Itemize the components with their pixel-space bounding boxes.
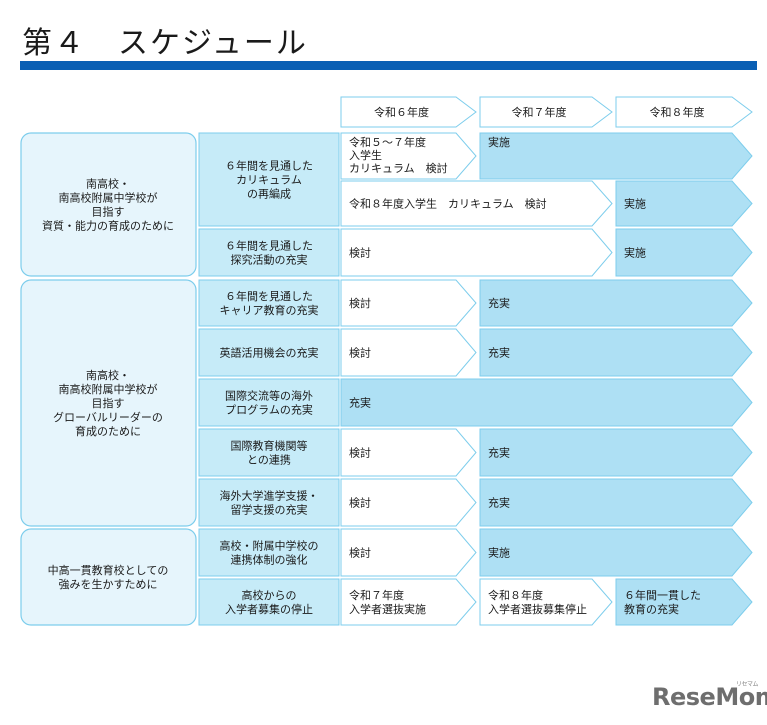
- initiative-label: 留学支援の充実: [231, 502, 308, 516]
- planning-bar: [340, 279, 477, 327]
- initiative-label: プログラムの充実: [225, 402, 313, 416]
- goal-group-label: 中高一貫教育校としての: [48, 563, 169, 577]
- goal-group-label: 南高校・: [86, 368, 130, 382]
- initiative-label: 高校・附属中学校の: [220, 538, 319, 552]
- goal-group-box: [20, 528, 197, 626]
- implementation-bar: [340, 378, 753, 427]
- planning-bar: [340, 428, 477, 477]
- planning-bar: [340, 528, 477, 577]
- initiative-label: キャリア教育の充実: [220, 303, 319, 317]
- implementation-bar: [479, 328, 753, 377]
- bar-label: カリキュラム 検討: [349, 161, 448, 175]
- initiative-box: [198, 132, 340, 227]
- planning-bar: [340, 578, 477, 626]
- year-header-label: 令和６年度: [374, 105, 429, 119]
- planning-bar: [340, 132, 477, 180]
- planning-bar: [340, 228, 613, 277]
- initiative-box: [198, 478, 340, 527]
- implementation-bar: [615, 578, 753, 626]
- bar-label: 充実: [488, 495, 510, 509]
- initiative-label: 探究活動の充実: [231, 252, 308, 266]
- goal-group-label: 目指す: [92, 204, 125, 218]
- bar-label: 検討: [349, 296, 371, 310]
- year-header-label: 令和８年度: [650, 105, 705, 119]
- year-header-1: [340, 96, 477, 128]
- watermark-small-text: リセマム: [736, 681, 759, 688]
- bar-label: 検討: [349, 345, 371, 359]
- goal-group-label: 目指す: [92, 396, 125, 410]
- title-underline: [20, 61, 757, 70]
- implementation-bar: [479, 428, 753, 477]
- bar-label: 充実: [488, 445, 510, 459]
- initiative-box: [198, 378, 340, 427]
- bar-label: 入学者選抜募集停止: [488, 602, 587, 616]
- bar-label: 検討: [349, 495, 371, 509]
- initiative-box: [198, 279, 340, 327]
- implementation-bar: [615, 228, 753, 277]
- goal-group-box: [20, 132, 197, 277]
- goal-group-label: 育成のために: [75, 424, 141, 438]
- goal-group-label: 資質・能力の育成のために: [42, 218, 174, 232]
- planning-bar: [340, 328, 477, 377]
- bar-label: 令和８年度: [488, 588, 543, 602]
- goal-group-label: 南高校・: [86, 176, 130, 190]
- bar-label: 入学生: [349, 148, 382, 162]
- bar-label: 令和５～７年度: [349, 135, 426, 149]
- initiative-box: [198, 428, 340, 477]
- planning-bar: [340, 478, 477, 527]
- initiative-label: 英語活用機会の充実: [220, 345, 319, 359]
- bar-label: 令和８年度入学生 カリキュラム 検討: [349, 196, 547, 210]
- bar-label: 実施: [488, 545, 510, 559]
- initiative-label: との連携: [247, 452, 291, 466]
- initiative-box: [198, 228, 340, 277]
- initiative-box: [198, 578, 340, 626]
- initiative-label: 入学者募集の停止: [225, 602, 313, 616]
- initiative-label: ６年間を見通した: [225, 158, 313, 172]
- bar-label: 実施: [488, 135, 510, 149]
- bar-label: 検討: [349, 545, 371, 559]
- implementation-bar: [615, 180, 753, 227]
- bar-label: 実施: [624, 245, 646, 259]
- watermark-text: ReseMom: [652, 683, 767, 711]
- bar-label: 検討: [349, 445, 371, 459]
- implementation-bar: [479, 528, 753, 577]
- bar-label: 令和７年度: [349, 588, 404, 602]
- initiative-label: 国際教育機関等: [231, 438, 308, 452]
- goal-group-box: [20, 279, 197, 527]
- initiative-label: 高校からの: [242, 588, 297, 602]
- initiative-label: ６年間を見通した: [225, 289, 313, 303]
- goal-group-label: 強みを生かすために: [59, 577, 158, 591]
- bar-label: 充実: [488, 296, 510, 310]
- initiative-label: カリキュラム: [236, 173, 302, 186]
- initiative-label: 国際交流等の海外: [225, 388, 313, 402]
- initiative-box: [198, 328, 340, 377]
- bar-label: 検討: [349, 245, 371, 259]
- planning-bar: [479, 578, 613, 626]
- bar-label: 充実: [488, 345, 510, 359]
- page-title: 第４ スケジュール: [22, 26, 308, 61]
- initiative-label: の再編成: [247, 186, 291, 200]
- goal-group-label: グローバルリーダーの: [53, 410, 163, 424]
- watermark-logo: ReseMom リセマム: [652, 681, 767, 711]
- implementation-bar: [479, 132, 753, 180]
- year-header-3: [615, 96, 753, 128]
- bar-label: 入学者選抜実施: [349, 602, 426, 616]
- planning-bar: [340, 180, 613, 227]
- initiative-label: 海外大学進学支援・: [220, 488, 319, 502]
- bar-label: 充実: [349, 395, 371, 409]
- bar-label: ６年間一貫した: [624, 588, 701, 602]
- initiative-label: ６年間を見通した: [225, 238, 313, 252]
- goal-group-label: 南高校附属中学校が: [59, 382, 158, 396]
- year-header-label: 令和７年度: [512, 105, 567, 119]
- initiative-label: 連携体制の強化: [231, 552, 308, 566]
- goal-group-label: 南高校附属中学校が: [59, 190, 158, 204]
- implementation-bar: [479, 478, 753, 527]
- initiative-box: [198, 528, 340, 577]
- bar-label: 教育の充実: [624, 602, 679, 616]
- bar-label: 実施: [624, 196, 646, 210]
- year-header-2: [479, 96, 613, 128]
- implementation-bar: [479, 279, 753, 327]
